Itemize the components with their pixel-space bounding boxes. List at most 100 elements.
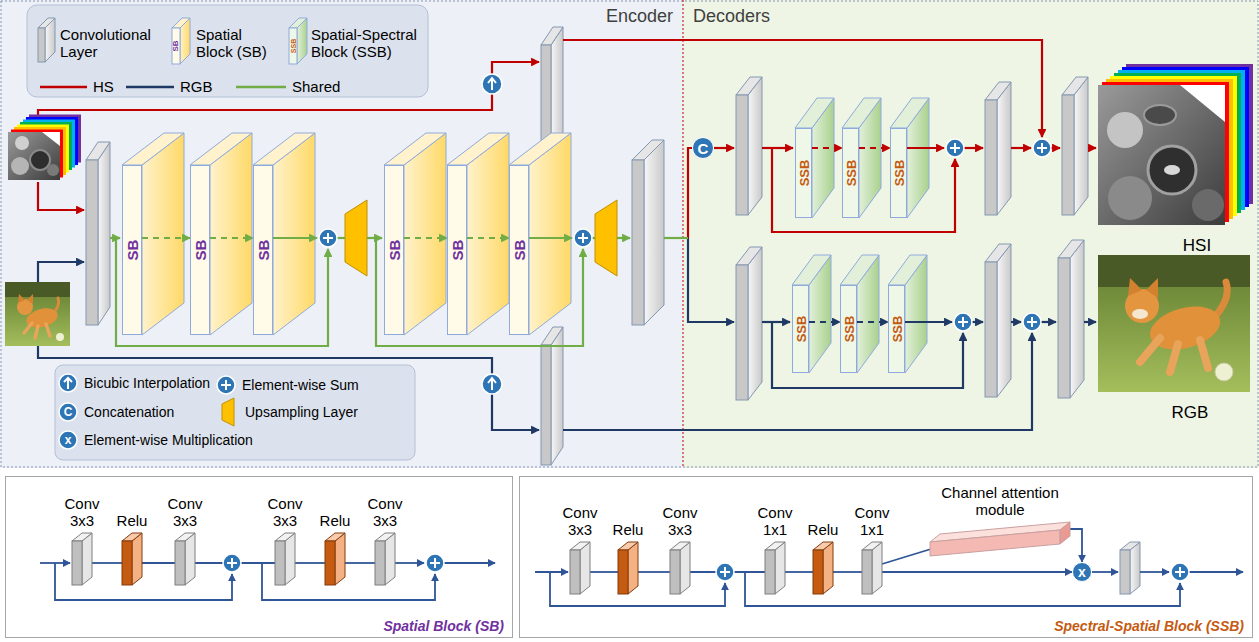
- spatial-block-side: [509, 133, 571, 165]
- decoder-region: DecodersCSSBSSBSSBSSBSSBSSB: [683, 0, 1259, 468]
- shape-part: [122, 541, 132, 585]
- shape-part: [82, 533, 92, 585]
- connector: [1069, 529, 1082, 562]
- block-wire: [535, 571, 568, 573]
- shape-part: [813, 550, 823, 594]
- block-label: SSB: [890, 316, 903, 343]
- spatial-block: SB: [384, 165, 404, 335]
- rgb-wire: [762, 321, 790, 323]
- region-background: [683, 0, 1259, 468]
- connector: [809, 321, 840, 323]
- rgb-wire: [492, 394, 539, 430]
- conv-shape: [175, 533, 195, 585]
- block-wire: [40, 563, 1243, 606]
- legend-sample: [38, 18, 55, 28]
- connector: [92, 562, 122, 564]
- block-wire: [1189, 571, 1243, 573]
- shape-part: [1060, 522, 1070, 544]
- conv-layer: [632, 140, 664, 160]
- block-label: SSB: [797, 160, 810, 187]
- node-text: Conv 1x1: [753, 505, 797, 538]
- heading: Decoders: [693, 6, 770, 27]
- shape-part: [930, 530, 1060, 556]
- spectral-spatial-block-side: [842, 98, 881, 128]
- hs-input-image: [11, 157, 29, 175]
- layer-label: Conv 3x3: [163, 496, 207, 529]
- legend-sample: [221, 380, 231, 390]
- spatial-block-side: [447, 133, 509, 165]
- layer-label: Conv 1x1: [753, 505, 797, 538]
- spatial-block-side: [210, 133, 252, 335]
- shape-part: [618, 542, 638, 550]
- layer-label: Relu: [808, 522, 839, 539]
- shape-part: [813, 542, 833, 550]
- node-text: SB: [449, 240, 466, 261]
- spectral-spatial-block-side: [792, 98, 929, 373]
- conv-shape: [72, 533, 92, 585]
- attention-module: Channel attention module: [930, 485, 1070, 556]
- shape-part: [335, 533, 345, 585]
- sum-symbol: [223, 139, 1189, 581]
- rgb-output-image: [1128, 278, 1142, 296]
- legend-sample: [289, 28, 297, 64]
- node-text: Relu: [117, 513, 148, 530]
- hs-input-image: [8, 115, 81, 181]
- rgb-output-image: [1098, 255, 1250, 392]
- rgb-wire: [1011, 321, 1021, 323]
- shape-part: [175, 541, 185, 585]
- shared-wire: [664, 237, 688, 239]
- bicubic-symbol: [488, 378, 496, 390]
- legend-text: Bicubic Interpolation: [84, 375, 210, 391]
- shape-part: [275, 533, 295, 541]
- upsampling-layer: [345, 200, 367, 276]
- hs-wire: [563, 40, 1042, 137]
- node-text: Conv 3x3: [558, 505, 602, 538]
- conv-layer: [541, 27, 563, 45]
- shape-part: [375, 533, 395, 541]
- shared-wire: [376, 238, 583, 346]
- connector: [142, 237, 190, 239]
- legend-sample: [59, 431, 77, 449]
- conv-layer: [1058, 240, 1084, 258]
- connector: [467, 237, 509, 239]
- block-label: SB: [387, 240, 402, 261]
- node-text: SSB: [841, 316, 856, 343]
- conv-layer: Conv 3x3: [658, 505, 702, 594]
- connector: [590, 571, 618, 573]
- relu-shape: [618, 542, 638, 594]
- node-text: Conv 3x3: [263, 496, 307, 529]
- block-label: SB: [256, 240, 271, 261]
- block-panel: Spatial Block (SB)Conv 3x3ReluConv 3x3Co…: [5, 476, 513, 638]
- node-text: SSB: [843, 160, 858, 187]
- shape-part: [122, 533, 142, 541]
- block-wire: [1140, 571, 1169, 573]
- rgb-wire: [38, 262, 84, 282]
- connector: [857, 321, 888, 323]
- node-text: SB: [511, 240, 528, 261]
- conv-layer: [551, 327, 563, 465]
- shape-part: [325, 541, 335, 585]
- block-label: SB: [193, 240, 208, 261]
- legend-sample: [222, 398, 234, 426]
- hs-wire: [1011, 147, 1031, 149]
- conv-layer: [736, 265, 748, 400]
- conv-layer: Conv 1x1: [753, 505, 797, 594]
- legend-box: [27, 5, 428, 97]
- shape-part: [580, 542, 590, 594]
- hs-wire: [688, 148, 692, 238]
- shape-part: [285, 533, 295, 585]
- hs-input-image: [47, 164, 59, 176]
- conv-shape: [765, 542, 785, 594]
- shared-wire: [273, 237, 317, 239]
- hs-wire: [964, 147, 983, 149]
- hs-wire: [1088, 147, 1096, 149]
- block-label: SSB: [844, 160, 857, 187]
- node-text: Encoder: [606, 6, 673, 27]
- hs-wire: [762, 147, 793, 149]
- hsi-output-image: [1098, 64, 1253, 225]
- shape-part: [680, 542, 690, 594]
- connector: [812, 147, 842, 149]
- conv-layer: [86, 142, 110, 160]
- connector: [638, 571, 670, 573]
